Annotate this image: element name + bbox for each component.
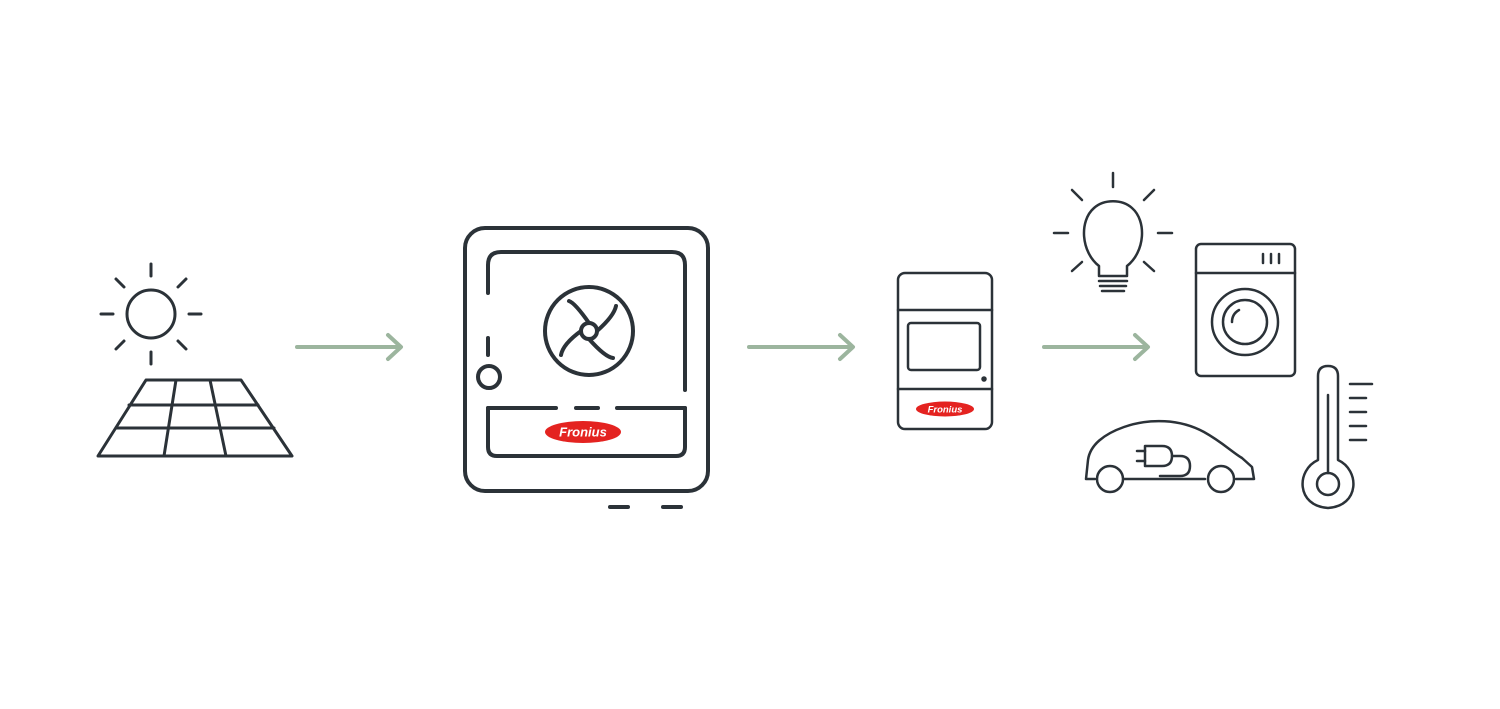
flow-arrow <box>1042 333 1150 361</box>
fronius-logo-text: Fronius <box>559 425 607 440</box>
fronius-logo: Fronius <box>545 421 621 443</box>
flow-arrow <box>295 333 403 361</box>
solar-panel-with-sun-icon <box>96 262 294 458</box>
fronius-inverter-icon <box>463 226 710 509</box>
fronius-logo: Fronius <box>916 401 974 417</box>
smart-meter-icon <box>896 271 994 431</box>
sun-icon <box>99 262 203 366</box>
electric-car-icon <box>1084 419 1256 494</box>
washing-machine-icon <box>1194 242 1297 378</box>
solar-panel-icon <box>96 378 294 458</box>
thermometer-icon <box>1301 364 1374 510</box>
fronius-logo-text: Fronius <box>928 405 963 416</box>
fan-icon <box>543 285 635 377</box>
plug-icon <box>1135 444 1192 478</box>
flow-arrow <box>747 333 855 361</box>
light-bulb-icon <box>1052 171 1174 293</box>
